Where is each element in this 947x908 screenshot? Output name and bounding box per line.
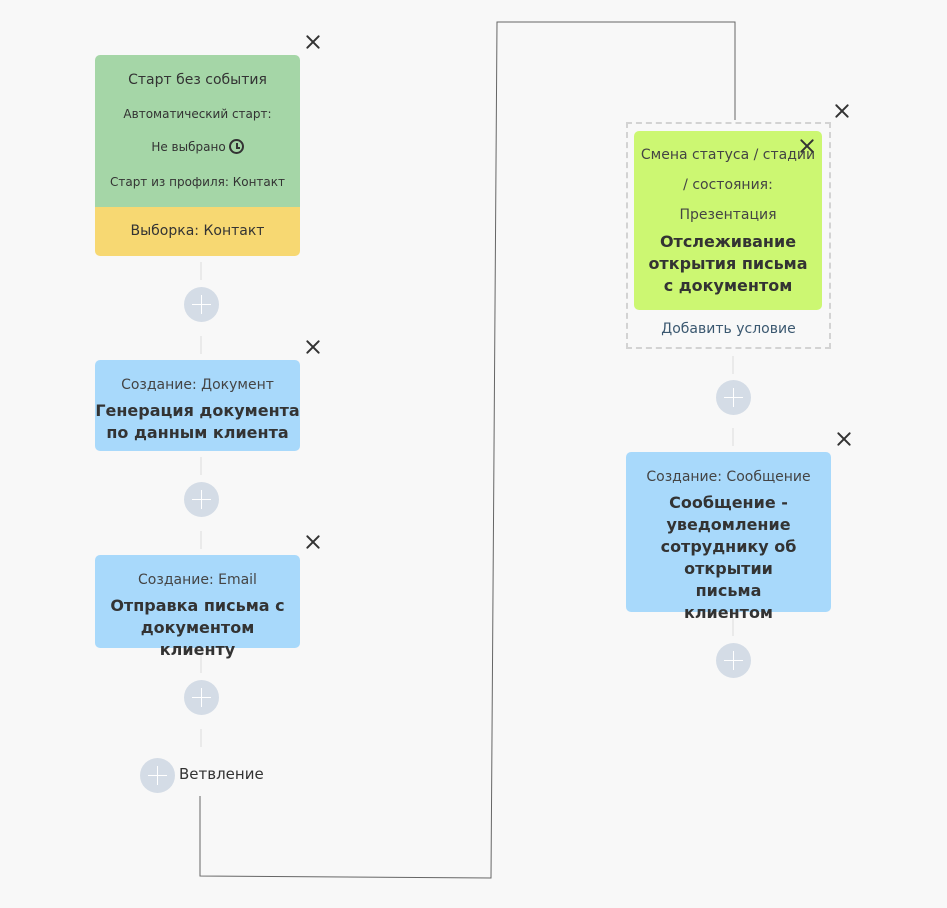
close-icon[interactable] <box>304 33 322 51</box>
close-icon[interactable] <box>304 533 322 551</box>
action-node-message[interactable]: Создание: Сообщение Сообщение - уведомле… <box>626 452 831 622</box>
add-step-button[interactable] <box>184 680 219 715</box>
condition-title: Отслеживание открытия письма с документо… <box>648 232 808 295</box>
node-subtitle: Создание: Email <box>138 572 257 588</box>
start-node-body: Старт без события Автоматический старт: … <box>95 55 300 207</box>
add-branch-button[interactable] <box>140 758 175 793</box>
add-condition-link[interactable]: Добавить условие <box>661 321 796 337</box>
node-subtitle: Создание: Сообщение <box>646 469 811 485</box>
close-icon[interactable] <box>798 137 816 155</box>
node-title: Генерация документа по данным клиента <box>95 401 300 442</box>
action-node-document[interactable]: Создание: Документ Генерация документа п… <box>95 360 300 451</box>
profile-start: Старт из профиля: Контакт <box>109 175 286 189</box>
branch-link-line <box>199 21 736 879</box>
selection-bar[interactable]: Выборка: Контакт <box>95 207 300 256</box>
condition-subtitle-line1: Смена статуса / стадии <box>640 147 816 163</box>
condition-frame <box>626 122 831 349</box>
add-step-button[interactable] <box>716 380 751 415</box>
start-node-title: Старт без события <box>128 72 267 88</box>
start-node[interactable]: Старт без события Автоматический старт: … <box>95 55 300 256</box>
auto-start-value: Не выбрано <box>151 140 226 154</box>
node-title: Отправка письма с документом клиенту <box>110 596 285 659</box>
condition-subtitle-line2: / состояния: <box>683 177 773 193</box>
clock-icon[interactable] <box>228 139 244 154</box>
condition-value: Презентация <box>679 207 777 223</box>
close-icon[interactable] <box>835 430 853 448</box>
auto-start-label: Автоматический старт: <box>123 107 272 121</box>
close-icon[interactable] <box>304 338 322 356</box>
node-subtitle: Создание: Документ <box>121 377 274 393</box>
add-step-button[interactable] <box>184 482 219 517</box>
add-step-button[interactable] <box>184 287 219 322</box>
close-icon[interactable] <box>833 102 851 120</box>
condition-node[interactable]: Смена статуса / стадии / состояния: През… <box>634 131 822 310</box>
node-title: Сообщение - уведомление сотруднику об от… <box>660 493 797 622</box>
add-step-button[interactable] <box>716 643 751 678</box>
action-node-email[interactable]: Создание: Email Отправка письма с докуме… <box>95 555 300 659</box>
branch-label[interactable]: Ветвление <box>179 765 264 783</box>
auto-start-value-row: Не выбрано <box>95 139 300 154</box>
